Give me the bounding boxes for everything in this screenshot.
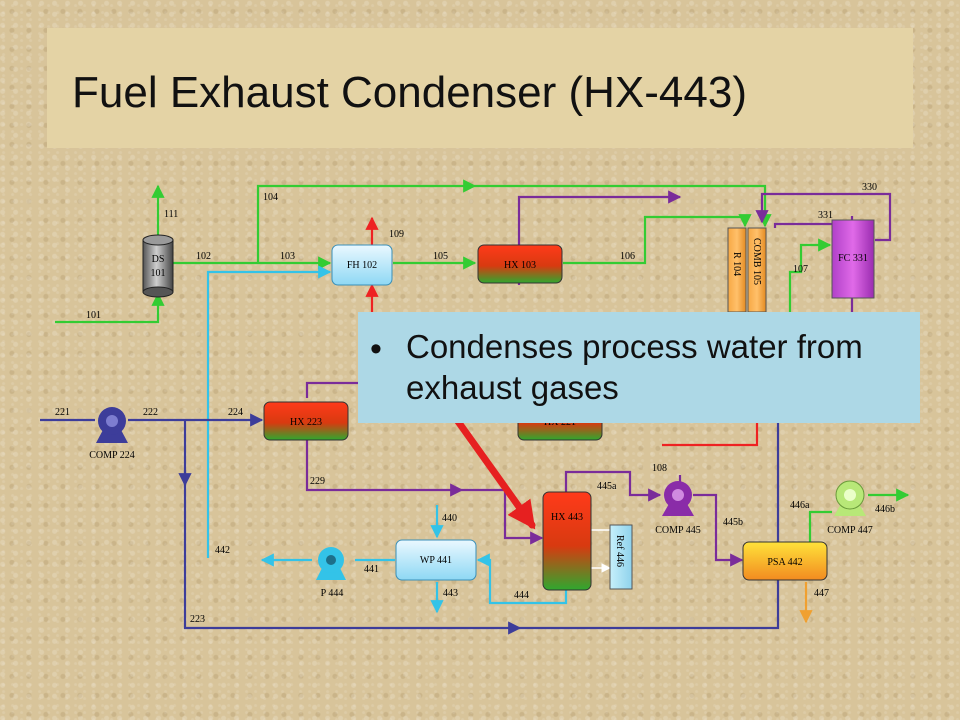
ref446-label: Ref 446 <box>614 535 625 567</box>
hx443-label: HX 443 <box>551 512 583 523</box>
ds101-label-1: DS <box>152 254 165 265</box>
r104-label: R 104 <box>731 252 742 276</box>
fc331-unit: FC 331 <box>831 219 875 299</box>
fc331-label: FC 331 <box>838 253 868 264</box>
stream-229 <box>305 440 464 497</box>
stream-445a <box>564 470 662 502</box>
label-444: 444 <box>514 590 529 601</box>
red-streams <box>365 216 759 447</box>
label-330: 330 <box>862 182 877 193</box>
comp445-label: COMP 445 <box>655 525 700 536</box>
stream-223 <box>183 420 522 635</box>
label-101: 101 <box>86 310 101 321</box>
label-446b: 446b <box>875 504 895 515</box>
green-streams <box>55 179 910 563</box>
label-443: 443 <box>443 588 458 599</box>
hx223-label: HX 223 <box>290 417 322 428</box>
slide-title: Fuel Exhaust Condenser (HX-443) <box>72 68 747 117</box>
label-440: 440 <box>442 513 457 524</box>
p444-unit: P 444 <box>316 547 346 599</box>
wp441-label: WP 441 <box>420 555 452 566</box>
comb105-label: COMB 105 <box>751 238 762 285</box>
stream-445b <box>693 493 744 567</box>
purple-streams <box>305 190 892 567</box>
pointer-arrow <box>453 416 536 530</box>
label-331: 331 <box>818 210 833 221</box>
hx103-unit: HX 103 <box>477 244 563 284</box>
bullet-marker: • <box>370 330 382 368</box>
psa442-label: PSA 442 <box>767 557 802 568</box>
hx103-label: HX 103 <box>504 260 536 271</box>
label-103: 103 <box>280 251 295 262</box>
stream-444 <box>476 553 568 605</box>
label-104: 104 <box>263 192 278 203</box>
comp447-label: COMP 447 <box>827 525 872 536</box>
fh102-unit: FH 102 <box>331 244 393 286</box>
callout-box: • Condenses process water from exhaust g… <box>358 312 920 423</box>
label-221: 221 <box>55 407 70 418</box>
stream-330 <box>755 192 892 242</box>
label-224: 224 <box>228 407 243 418</box>
comp447-unit: COMP 447 <box>827 480 873 536</box>
label-102: 102 <box>196 251 211 262</box>
stream-223-cont <box>520 420 780 630</box>
p444-label: P 444 <box>321 588 344 599</box>
label-441: 441 <box>364 564 379 575</box>
label-222: 222 <box>143 407 158 418</box>
hx443-unit: HX 443 <box>542 491 592 591</box>
stream-101 <box>55 292 165 324</box>
navy-streams <box>40 413 780 635</box>
hx223-unit: HX 223 <box>263 401 349 441</box>
label-446a: 446a <box>790 500 810 511</box>
label-106: 106 <box>620 251 635 262</box>
label-105: 105 <box>433 251 448 262</box>
ds101-label-2: 101 <box>151 268 166 279</box>
stream-104 <box>256 179 477 263</box>
cyan-streams <box>206 265 568 614</box>
stream-106 <box>563 214 752 265</box>
stream-comb-return <box>662 420 759 447</box>
label-109: 109 <box>389 229 404 240</box>
label-108: 108 <box>652 463 667 474</box>
r104-comb105-unit: R 104 COMB 105 <box>727 227 767 313</box>
label-445b: 445b <box>723 517 743 528</box>
stream-229-cont <box>462 488 544 545</box>
label-107: 107 <box>793 264 808 275</box>
callout-text: Condenses process water from exhaust gas… <box>406 328 863 406</box>
wp441-unit: WP 441 <box>395 539 477 581</box>
stream-fh-feed <box>206 265 332 558</box>
comp224-label: COMP 224 <box>89 450 134 461</box>
comp224-unit: COMP 224 <box>89 407 135 461</box>
label-223: 223 <box>190 614 205 625</box>
psa442-unit: PSA 442 <box>742 541 828 581</box>
fh102-label: FH 102 <box>347 260 377 271</box>
ds101-tank: DS 101 <box>142 234 174 298</box>
label-111: 111 <box>164 209 178 220</box>
label-229: 229 <box>310 476 325 487</box>
label-447: 447 <box>814 588 829 599</box>
stream-107 <box>788 238 832 325</box>
title-band: Fuel Exhaust Condenser (HX-443) <box>47 28 913 148</box>
ref446-unit: Ref 446 <box>609 524 633 590</box>
label-442: 442 <box>215 545 230 556</box>
comp445-unit: COMP 445 <box>655 481 701 536</box>
label-445a: 445a <box>597 481 617 492</box>
